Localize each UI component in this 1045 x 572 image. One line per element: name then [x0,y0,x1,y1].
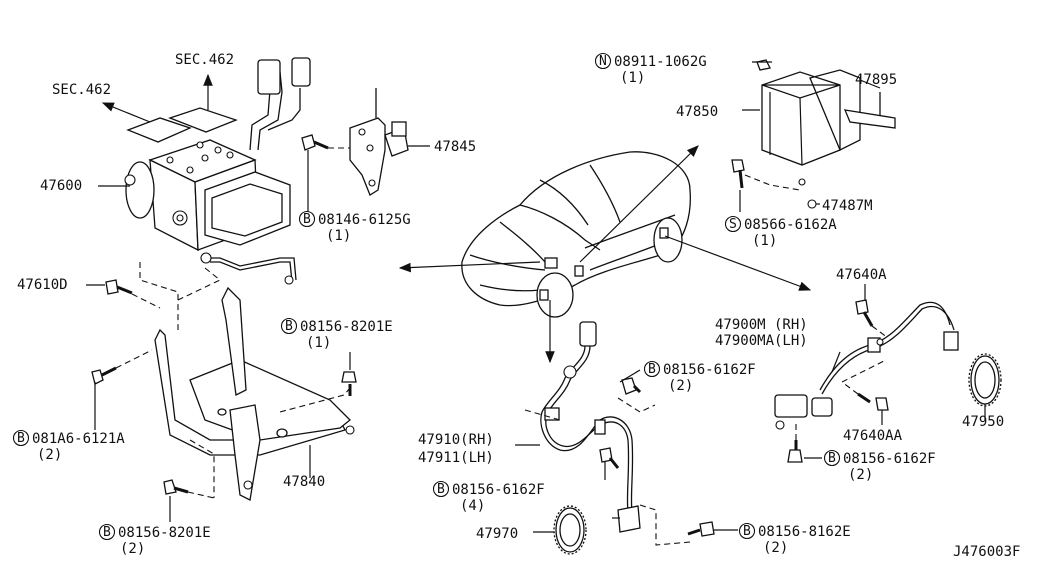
label-08156-6162f-b-qty: (4) [460,498,485,514]
bolt-081a6 [91,366,117,385]
label-08156-8201e-a-qty: (1) [306,335,331,351]
label-08156-6162f-c: 08156-6162F [843,451,936,467]
label-47845: 47845 [434,139,476,155]
label-08146-qty: (1) [326,228,351,244]
sensor-rotor-47970 [553,505,587,555]
bolt-prefix: B [285,319,293,334]
diagram-reference-id: J476003F [953,544,1020,560]
label-08156-8201e-b-qty: (2) [120,541,145,557]
bolt-47640a [855,299,874,327]
label-081a6-qty: (2) [37,447,62,463]
label-47910: 47910(RH) [418,432,494,448]
label-08911-qty: (1) [620,70,645,86]
bolt-prefix: B [648,362,656,377]
label-08156-6162f-b: 08156-6162F [452,482,545,498]
label-sec462-top: SEC.462 [175,52,234,68]
label-08911-1062g: 08911-1062G [614,54,707,70]
sec-arrow-left [101,102,151,123]
label-081a6-6121a: 081A6-6121A [32,431,125,447]
label-47600: 47600 [40,178,82,194]
g-sensor-47845 [349,88,409,196]
vehicle-outline [461,151,691,318]
actuator-bracket [154,286,355,501]
bolt-symbol-icon [12,429,30,447]
bolt-symbol-icon [298,210,316,228]
label-47640a: 47640A [836,267,887,283]
rear-wheel-sensor-harness [774,301,959,430]
abs-control-unit [756,59,896,186]
label-08156-8201e-a: 08156-8201E [300,319,393,335]
bolt-symbol-icon [738,522,756,540]
label-08156-6162f-a-qty: (2) [668,378,693,394]
label-47850: 47850 [676,104,718,120]
bolt-symbol-icon [280,317,298,335]
bolt-symbol-icon [643,360,661,378]
label-47911: 47911(LH) [418,450,494,466]
bolt-08146 [301,134,329,151]
label-47895: 47895 [855,72,897,88]
label-08156-6162f-c-qty: (2) [848,467,873,483]
label-47640aa: 47640AA [843,428,903,444]
bolt-08156-6162f-a [621,377,642,395]
label-08566-qty: (1) [752,233,777,249]
bolt-prefix: B [103,525,111,540]
screw-symbol-icon [724,215,742,233]
label-47900m: 47900M (RH) [715,317,808,333]
label-47950: 47950 [962,414,1004,430]
label-08566-6162a: 08566-6162A [744,217,837,233]
label-sec462-left: SEC.462 [52,82,111,98]
nut-symbol-icon [594,52,612,70]
bolt-08156-6162f-c [787,440,803,463]
bolt-symbol-icon [432,480,450,498]
bolt-08156-8201e-a [341,371,357,396]
label-47970: 47970 [476,526,518,542]
front-wheel-sensor-harness [540,321,641,533]
bolt-prefix: B [828,451,836,466]
label-08156-6162f-a: 08156-6162F [663,362,756,378]
screw-08566 [731,159,745,189]
bolt-prefix: B [303,212,311,227]
bolt-prefix: B [17,431,25,446]
label-47487m: 47487M [822,198,873,214]
screw-prefix: S [729,217,737,232]
nut-prefix: N [599,54,607,69]
bolt-08156-8201e-b [163,479,189,495]
label-47900ma: 47900MA(LH) [715,333,808,349]
bolt-prefix: B [437,482,445,497]
bolt-47640aa [857,392,889,411]
label-08146-6125g: 08146-6125G [318,212,411,228]
label-47610d: 47610D [17,277,68,293]
label-08156-8201e-b: 08156-8201E [118,525,211,541]
bolt-symbol-icon [98,523,116,541]
bolt-prefix: B [743,524,751,539]
label-08156-8162e: 08156-8162E [758,524,851,540]
bolt-08156-6162f-b [599,447,620,469]
bolt-47610d [105,279,133,295]
label-08156-8162e-qty: (2) [763,540,788,556]
bolt-symbol-icon [823,449,841,467]
bolt-08156-8162e [687,521,715,537]
sensor-rotor-47950 [968,353,1002,407]
label-47840: 47840 [283,474,325,490]
abs-actuator-unit [124,57,311,285]
